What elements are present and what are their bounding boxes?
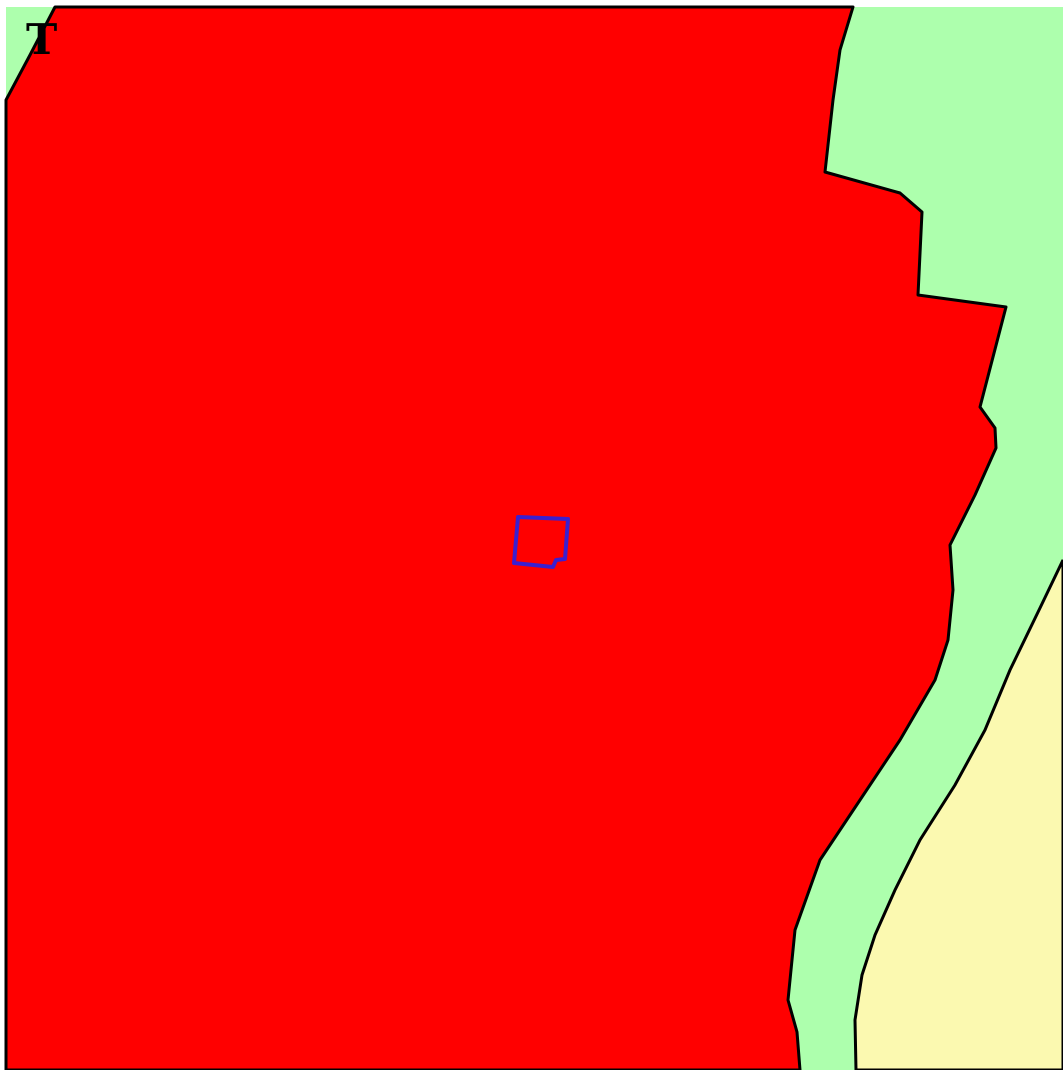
zone-red xyxy=(4,5,1008,1070)
corner-label: T xyxy=(26,15,57,64)
zone-yellow xyxy=(853,559,1063,1070)
site-boundary-marker xyxy=(512,515,570,569)
